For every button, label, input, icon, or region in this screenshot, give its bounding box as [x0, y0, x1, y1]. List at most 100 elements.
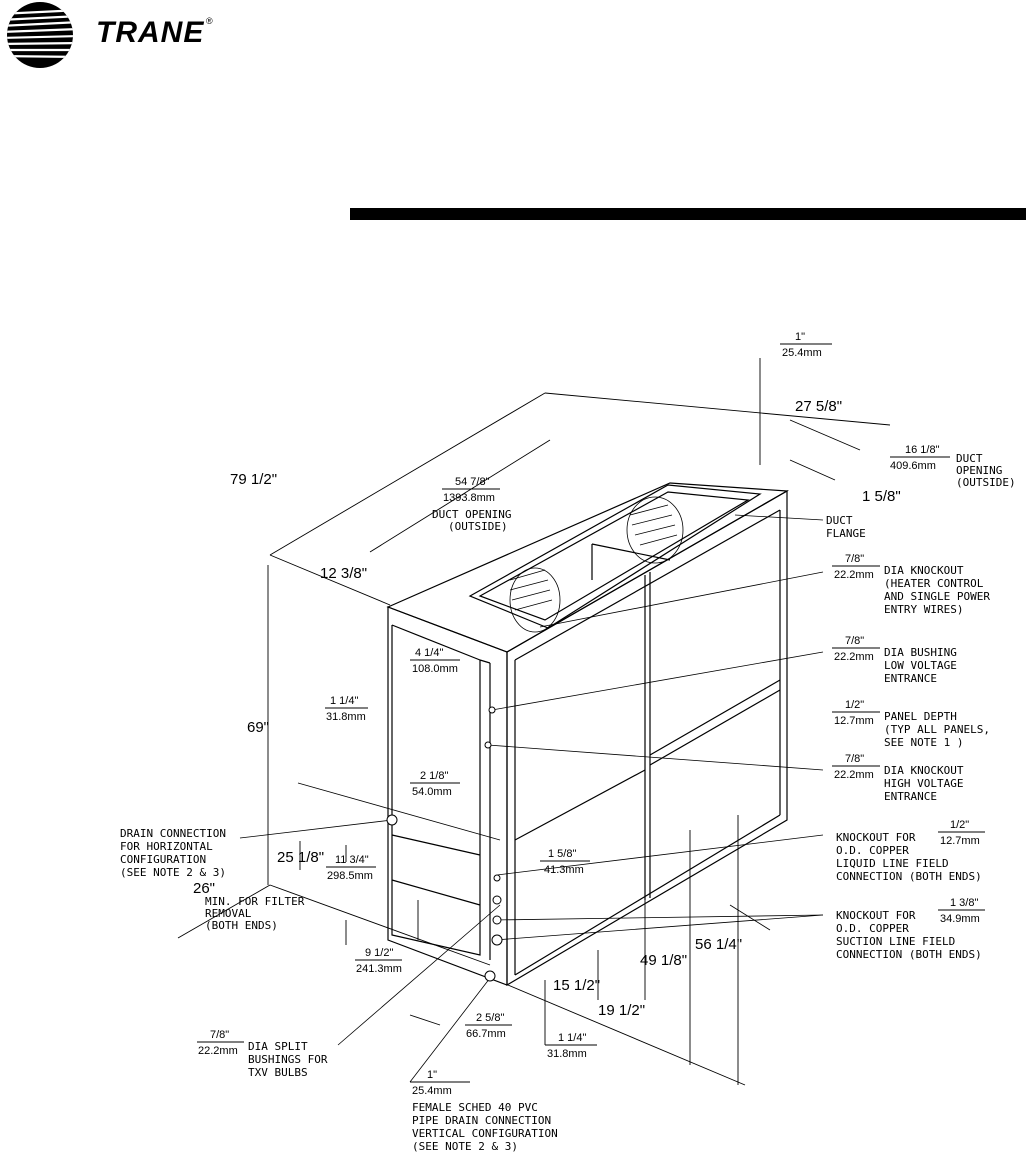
dimension-lines — [177, 358, 891, 1086]
brand-name: TRANE — [96, 16, 205, 49]
callout-panel-depth-1: PANEL DEPTH — [884, 710, 957, 723]
callout-bushing-low-3: ENTRANCE — [884, 672, 937, 685]
dim-19-1-2: 19 1/2" — [598, 1002, 645, 1019]
callout-drain-horizontal-4: (SEE NOTE 2 & 3) — [120, 866, 226, 879]
callout-knockout-high-in: 7/8" — [845, 753, 864, 765]
dim-1-1-4-side-in: 1 1/4" — [330, 695, 358, 707]
callout-suction-line-in: 1 3/8" — [950, 897, 978, 909]
callout-liquid-line-mm: 12.7mm — [940, 835, 980, 847]
dim-26-note-1: MIN. FOR FILTER — [205, 895, 305, 908]
dim-duct-16-in: 16 1/8" — [905, 444, 940, 456]
dim-9-1-2-mm: 241.3mm — [356, 963, 402, 975]
callout-knockout-heater-mm: 22.2mm — [834, 569, 874, 581]
dim-duct-16-note-3: (OUTSIDE) — [956, 476, 1016, 489]
callout-panel-depth-2: (TYP ALL PANELS, — [884, 723, 990, 736]
dim-26: 26" — [193, 880, 215, 897]
dim-duct-16-note-1: DUCT — [956, 452, 983, 465]
leader-lines — [239, 514, 824, 1083]
callout-split-bushings-3: TXV BULBS — [248, 1066, 308, 1079]
callout-knockout-high-2: HIGH VOLTAGE — [884, 777, 963, 790]
callout-bushing-low-mm: 22.2mm — [834, 651, 874, 663]
callout-liquid-line-2: O.D. COPPER — [836, 844, 909, 857]
trane-globe-icon — [7, 2, 73, 68]
callout-bushing-low-in: 7/8" — [845, 635, 864, 647]
callout-knockout-heater-3: AND SINGLE POWER — [884, 590, 990, 603]
callout-suction-line-3: SUCTION LINE FIELD — [836, 935, 955, 948]
callout-split-bushings-2: BUSHINGS FOR — [248, 1053, 328, 1066]
dim-1-1-4-side-mm: 31.8mm — [326, 711, 366, 723]
dim-49-1-8: 49 1/8" — [640, 952, 687, 969]
dim-56-1-4: 56 1/4" — [695, 936, 742, 953]
callout-liquid-line-4: CONNECTION (BOTH ENDS) — [836, 870, 982, 883]
callout-split-bushings-mm: 22.2mm — [198, 1045, 238, 1057]
dim-1-5-8-b-mm: 41.3mm — [544, 864, 584, 876]
dim-9-1-2-in: 9 1/2" — [365, 947, 393, 959]
callout-suction-line-mm: 34.9mm — [940, 913, 980, 925]
callout-drain-horizontal-2: FOR HORIZONTAL — [120, 840, 213, 853]
dim-duct-54-note-1: DUCT OPENING — [432, 508, 511, 521]
dim-height-69: 69" — [247, 719, 269, 736]
callout-pvc-drain-2: PIPE DRAIN CONNECTION — [412, 1114, 551, 1127]
callout-suction-line-1: KNOCKOUT FOR — [836, 909, 916, 922]
dim-11-3-4-in: 11 3/4" — [335, 854, 369, 866]
dim-duct-16-mm: 409.6mm — [890, 460, 936, 472]
trane-logo: TRANE ® — [0, 0, 300, 70]
dim-25-1-8: 25 1/8" — [277, 849, 324, 866]
dim-duct-54-mm: 1393.8mm — [443, 492, 495, 504]
callout-liquid-line-3: LIQUID LINE FIELD — [836, 857, 949, 870]
dim-1-5-8-b-in: 1 5/8" — [548, 848, 576, 860]
dim-26-note-2: REMOVAL — [205, 907, 252, 920]
dim-2-1-8-in: 2 1/8" — [420, 770, 448, 782]
callout-panel-depth-3: SEE NOTE 1 ) — [884, 736, 963, 749]
dim-11-3-4-mm: 298.5mm — [327, 870, 373, 882]
callout-duct-flange-2: FLANGE — [826, 527, 866, 540]
dim-flange-1-5-8: 1 5/8" — [862, 488, 901, 505]
callout-bushing-low-1: DIA BUSHING — [884, 646, 957, 659]
callout-knockout-high-3: ENTRANCE — [884, 790, 937, 803]
dim-1-1-4-bottom-mm: 31.8mm — [547, 1048, 587, 1060]
callout-knockout-high-mm: 22.2mm — [834, 769, 874, 781]
header-rule — [350, 208, 1026, 220]
callout-split-bushings-in: 7/8" — [210, 1029, 229, 1041]
callout-liquid-line-in: 1/2" — [950, 819, 969, 831]
dim-1-1-4-bottom-in: 1 1/4" — [558, 1032, 586, 1044]
dim-2-1-8-mm: 54.0mm — [412, 786, 452, 798]
callout-pvc-drain-1: FEMALE SCHED 40 PVC — [412, 1101, 538, 1114]
callout-duct-flange-1: DUCT — [826, 514, 853, 527]
dim-top-in: 1" — [795, 331, 805, 343]
dim-15-1-2: 15 1/2" — [553, 977, 600, 994]
callout-knockout-heater-4: ENTRY WIRES) — [884, 603, 963, 616]
dim-duct-54-in: 54 7/8" — [455, 476, 490, 488]
blower-fans — [509, 496, 684, 633]
dim-4-1-4-in: 4 1/4" — [415, 647, 443, 659]
callout-knockout-heater-1: DIA KNOCKOUT — [884, 564, 964, 577]
callout-pvc-drain-in: 1" — [427, 1069, 437, 1081]
dim-duct-54-note-2: (OUTSIDE) — [448, 520, 508, 533]
unit-outline — [386, 482, 790, 987]
dim-duct-16-note-2: OPENING — [956, 464, 1002, 477]
callout-panel-depth-mm: 12.7mm — [834, 715, 874, 727]
callout-panel-depth-in: 1/2" — [845, 699, 864, 711]
callout-split-bushings-1: DIA SPLIT — [248, 1040, 308, 1053]
callout-drain-horizontal-1: DRAIN CONNECTION — [120, 827, 226, 840]
brand-registered: ® — [206, 16, 213, 26]
fraction-bars — [197, 343, 985, 1083]
callout-suction-line-2: O.D. COPPER — [836, 922, 909, 935]
callout-pvc-drain-4: (SEE NOTE 2 & 3) — [412, 1140, 518, 1153]
callout-knockout-heater-2: (HEATER CONTROL — [884, 577, 984, 590]
dim-26-note-3: (BOTH ENDS) — [205, 919, 278, 932]
callout-knockout-high-1: DIA KNOCKOUT — [884, 764, 964, 777]
callout-bushing-low-2: LOW VOLTAGE — [884, 659, 957, 672]
dim-top-mm: 25.4mm — [782, 347, 822, 359]
callout-pvc-drain-mm: 25.4mm — [412, 1085, 452, 1097]
callout-drain-horizontal-3: CONFIGURATION — [120, 853, 206, 866]
callout-pvc-drain-3: VERTICAL CONFIGURATION — [412, 1127, 558, 1140]
dim-length-79-1-2: 79 1/2" — [230, 471, 277, 488]
dim-2-5-8-mm: 66.7mm — [466, 1028, 506, 1040]
callout-knockout-heater-in: 7/8" — [845, 553, 864, 565]
knockouts — [386, 706, 503, 982]
callout-liquid-line-1: KNOCKOUT FOR — [836, 831, 916, 844]
callout-suction-line-4: CONNECTION (BOTH ENDS) — [836, 948, 982, 961]
dim-4-1-4-mm: 108.0mm — [412, 663, 458, 675]
